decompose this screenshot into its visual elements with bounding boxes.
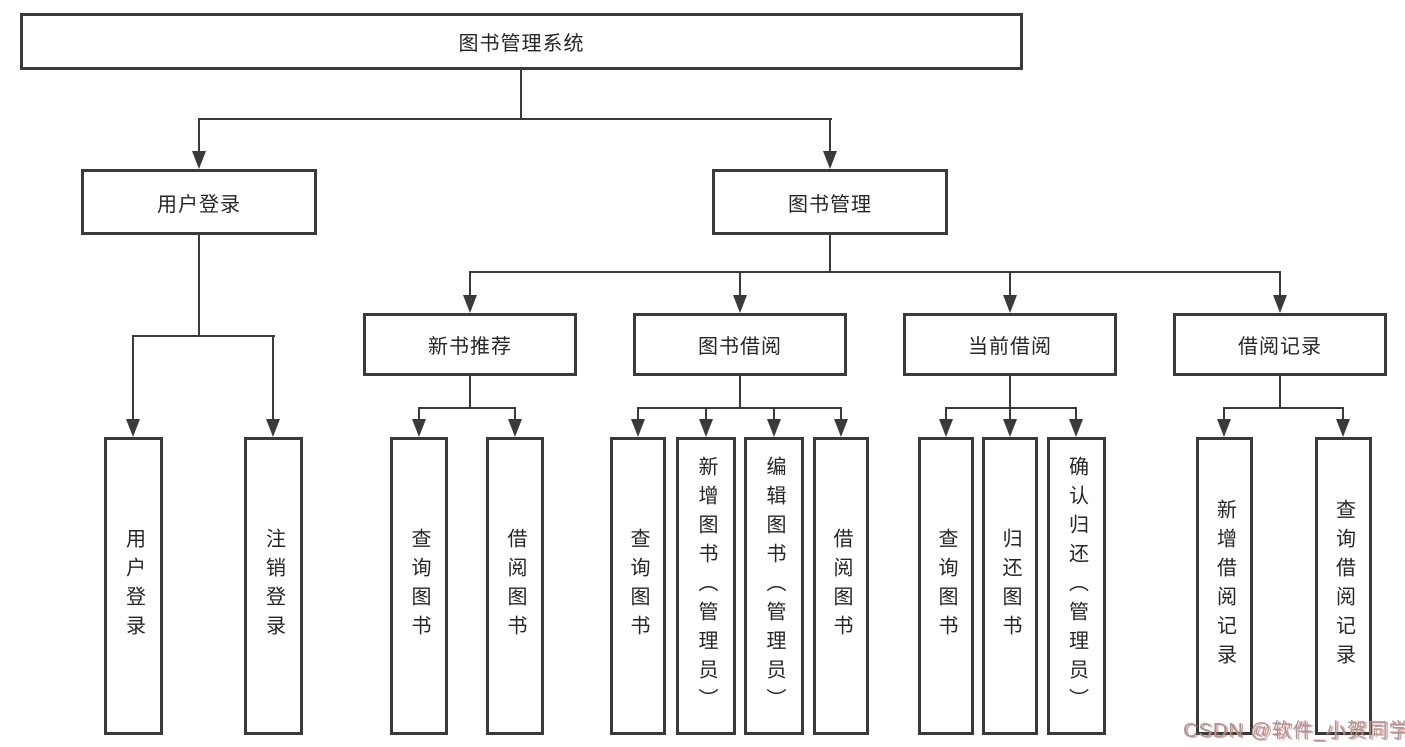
arrowhead-borrow-records: [1273, 295, 1287, 313]
node-borrow-records: 借阅记录: [1173, 313, 1387, 376]
connector-cb-confirm-drop: [1075, 407, 1077, 421]
connector-ul-logout-drop: [272, 335, 274, 419]
connector-cb-drop: [1009, 271, 1011, 297]
node-current-borrow: 当前借阅: [903, 313, 1117, 376]
connector-nb-borrow-drop: [514, 407, 516, 421]
node-ul-login-label: 用户登录: [122, 528, 145, 644]
node-br-query-label: 查询借阅记录: [1332, 499, 1355, 673]
arrowhead-cb-query: [939, 419, 953, 437]
node-bb-add-label: 新增图书（管理员）: [695, 455, 717, 717]
node-bb-query-label: 查询图书: [627, 528, 649, 644]
connector-root-bar: [198, 118, 832, 120]
connector-nb-stem: [469, 375, 471, 408]
arrowhead-ul-login: [126, 419, 140, 437]
node-br-query: 查询借阅记录: [1315, 437, 1372, 735]
node-cb-query: 查询图书: [918, 437, 974, 735]
node-nb-query-label: 查询图书: [408, 528, 430, 644]
arrowhead-bb-query: [631, 419, 645, 437]
node-cb-return: 归还图书: [982, 437, 1038, 735]
connector-cb-stem: [1009, 375, 1011, 408]
connector-bm-stem: [829, 234, 831, 273]
arrowhead-cb-return: [1003, 419, 1017, 437]
arrowhead-current-borrow: [1003, 295, 1017, 313]
arrowhead-nb-query: [412, 419, 426, 437]
node-nb-query: 查询图书: [390, 437, 448, 735]
node-ul-logout-label: 注销登录: [262, 528, 285, 644]
connector-ul-stem: [198, 234, 200, 336]
node-bb-borrow: 借阅图书: [813, 437, 869, 735]
connector-bb-stem: [739, 375, 741, 408]
arrowhead-new-book: [463, 295, 477, 313]
node-borrow-records-label: 借阅记录: [1238, 336, 1322, 358]
watermark: CSDN @软件_小贺同学: [1183, 720, 1405, 742]
connector-bb-add-drop: [705, 407, 707, 421]
node-book-borrow-label: 图书借阅: [698, 336, 782, 358]
connector-user-login-drop: [198, 118, 200, 152]
connector-nb-bar: [418, 407, 516, 409]
arrowhead-bb-edit: [767, 419, 781, 437]
connector-nb-query-drop: [418, 407, 420, 421]
node-root: 图书管理系统: [20, 13, 1023, 70]
node-root-label: 图书管理系统: [458, 33, 585, 55]
node-book-borrow: 图书借阅: [633, 313, 847, 376]
connector-br-add-drop: [1223, 407, 1225, 421]
connector-cb-query-drop: [945, 407, 947, 421]
arrowhead-br-query: [1336, 419, 1350, 437]
arrowhead-ul-logout: [266, 419, 280, 437]
connector-ul-bar: [133, 335, 275, 337]
node-nb-borrow: 借阅图书: [486, 437, 544, 735]
arrowhead-cb-confirm: [1069, 419, 1083, 437]
connector-nb-drop: [469, 271, 471, 297]
connector-bb-query-drop: [637, 407, 639, 421]
connector-br-bar: [1223, 407, 1344, 409]
connector-bb-bar: [637, 407, 842, 409]
connector-book-mgmt-drop: [829, 118, 831, 152]
connector-bm-bar: [469, 271, 1281, 273]
arrowhead-bb-borrow: [834, 419, 848, 437]
node-new-book-rec-label: 新书推荐: [428, 336, 512, 358]
connector-br-query-drop: [1342, 407, 1344, 421]
node-user-login-label: 用户登录: [157, 193, 241, 216]
connector-bb-borrow-drop: [840, 407, 842, 421]
node-ul-login: 用户登录: [104, 437, 163, 735]
connector-br-stem: [1279, 375, 1281, 408]
node-br-add-label: 新增借阅记录: [1213, 499, 1236, 673]
connector-bb-edit-drop: [773, 407, 775, 421]
node-bb-edit: 编辑图书（管理员）: [744, 437, 804, 735]
arrowhead-user-login: [192, 151, 206, 169]
connector-cb-return-drop: [1009, 407, 1011, 421]
connector-cb-bar: [945, 407, 1077, 409]
node-book-mgmt-label: 图书管理: [788, 193, 872, 216]
node-current-borrow-label: 当前借阅: [968, 336, 1052, 358]
node-bb-edit-label: 编辑图书（管理员）: [763, 455, 785, 717]
node-user-login: 用户登录: [81, 169, 317, 235]
node-br-add: 新增借阅记录: [1196, 437, 1253, 735]
node-cb-confirm-label: 确认归还（管理员）: [1065, 455, 1088, 717]
node-bb-query: 查询图书: [610, 437, 666, 735]
node-cb-confirm: 确认归还（管理员）: [1047, 437, 1106, 735]
node-bb-add: 新增图书（管理员）: [676, 437, 736, 735]
arrowhead-nb-borrow: [508, 419, 522, 437]
node-cb-return-label: 归还图书: [999, 528, 1021, 644]
node-ul-logout: 注销登录: [244, 437, 303, 735]
connector-root-stem: [520, 70, 522, 118]
connector-bb-drop: [739, 271, 741, 297]
arrowhead-br-add: [1217, 419, 1231, 437]
node-new-book-rec: 新书推荐: [363, 313, 577, 376]
node-book-mgmt: 图书管理: [712, 169, 948, 235]
arrowhead-bb-add: [699, 419, 713, 437]
arrowhead-book-mgmt: [823, 151, 837, 169]
connector-br-drop: [1279, 271, 1281, 297]
connector-ul-login-drop: [132, 335, 134, 419]
arrowhead-book-borrow: [733, 295, 747, 313]
node-nb-borrow-label: 借阅图书: [504, 528, 526, 644]
node-cb-query-label: 查询图书: [935, 528, 957, 644]
node-bb-borrow-label: 借阅图书: [830, 528, 852, 644]
